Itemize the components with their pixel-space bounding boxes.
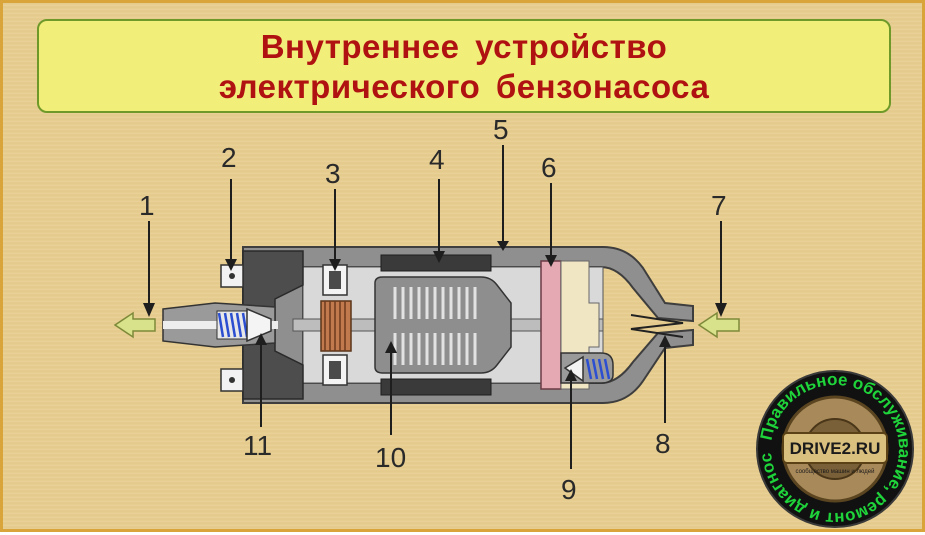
arrowhead-10 xyxy=(385,341,397,353)
lower-terminal-hole xyxy=(229,377,235,383)
arrowhead-3 xyxy=(329,259,341,271)
title-box: Внутреннее устройство электрического бен… xyxy=(37,19,891,113)
outflow-arrow xyxy=(113,311,156,339)
upper-terminal-hole xyxy=(229,273,235,279)
lower-magnet xyxy=(380,378,492,396)
check-valve-ball xyxy=(246,307,272,343)
armature-windings xyxy=(393,287,477,365)
lower-brush xyxy=(329,361,341,379)
relief-valve-spring xyxy=(585,358,611,380)
arrowhead-11 xyxy=(255,333,267,345)
arrowhead-7 xyxy=(715,303,727,317)
label-5: 5 xyxy=(493,114,509,145)
arrowhead-1 xyxy=(143,303,155,317)
label-11: 11 xyxy=(243,430,272,461)
label-6: 6 xyxy=(541,152,557,183)
label-10: 10 xyxy=(375,442,406,473)
fuel-pump-diagram: 1 2 3 4 5 6 7 8 9 10 11 xyxy=(113,114,740,505)
arrowhead-2 xyxy=(225,259,237,271)
label-1: 1 xyxy=(139,190,155,221)
label-7: 7 xyxy=(711,190,727,221)
title-line-2: электрического бензонасоса xyxy=(218,68,710,105)
relief-valve-ball xyxy=(563,355,584,383)
check-valve-spring-coils xyxy=(217,312,249,338)
pump-disc xyxy=(540,260,562,390)
inlet-mesh xyxy=(630,314,684,338)
upper-brush xyxy=(329,271,341,289)
title-line-1: Внутреннее устройство xyxy=(260,28,668,65)
label-8: 8 xyxy=(655,428,671,459)
arrowhead-5 xyxy=(497,241,509,251)
logo-brand-plate xyxy=(782,432,888,464)
arrowhead-8 xyxy=(659,335,671,347)
armature xyxy=(374,276,512,374)
upper-magnet xyxy=(380,254,492,272)
logo-brand: DRIVE2.RU xyxy=(790,439,881,458)
label-4: 4 xyxy=(429,144,445,175)
commutator xyxy=(320,300,352,352)
label-2: 2 xyxy=(221,142,237,173)
drive2-logo: DRIVE2.RU сообщество машин и людей Прави… xyxy=(755,369,914,528)
arrowhead-6 xyxy=(545,255,557,267)
label-9: 9 xyxy=(561,474,577,505)
commutator-segments xyxy=(324,301,346,351)
logo-tagline: сообщество машин и людей xyxy=(796,468,875,475)
arrowhead-4 xyxy=(433,251,445,263)
label-3: 3 xyxy=(325,158,341,189)
arrowhead-9 xyxy=(565,369,577,381)
leader-arrowheads xyxy=(143,241,727,381)
leader-lines xyxy=(148,145,722,469)
inflow-arrow xyxy=(697,311,740,339)
